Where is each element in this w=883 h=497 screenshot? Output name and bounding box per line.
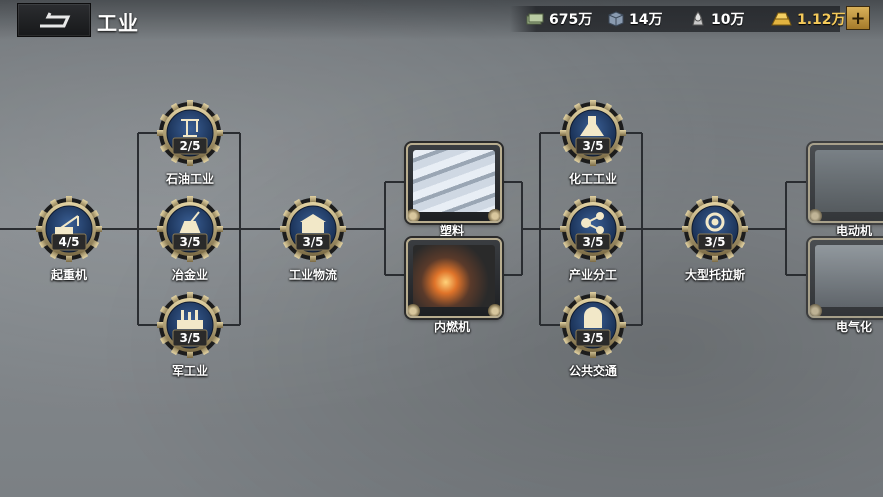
progress-text: 3/5 [179,331,201,345]
motor-icon [815,150,883,212]
oil-value: 10万 [711,12,745,28]
unit-card-electrification[interactable] [808,238,883,318]
back-arrow-icon [40,12,71,28]
engine-fire-icon [413,245,495,307]
tech-node-petroleum[interactable]: 2/5 [156,99,224,167]
steel-value: 14万 [629,12,663,28]
plastic-sheets-icon [413,150,495,212]
gold-bar-icon [771,12,792,26]
tech-label-crane: 起重机 [50,268,87,282]
resource-oil: 10万 [690,9,744,29]
resource-gold: 1.12万 [770,9,846,29]
unit-label-combustion: 内燃机 [433,320,470,334]
back-button[interactable] [17,3,91,37]
add-gold-button[interactable]: + [846,6,870,30]
progress-text: 3/5 [704,235,726,249]
progress-text: 3/5 [179,235,201,249]
cash-value: 675万 [549,12,593,28]
tech-node-logistics[interactable]: 3/5 [279,195,347,263]
tech-label-trust: 大型托拉斯 [684,268,745,282]
progress-text: 3/5 [582,331,604,345]
progress-text: 3/5 [582,235,604,249]
tech-node-chemical[interactable]: 3/5 [559,99,627,167]
gear-group-icon [705,212,725,232]
oil-drop-icon [692,11,704,26]
tech-node-crane[interactable]: 4/5 [35,195,103,263]
tech-label-metallurgy: 冶金业 [171,268,208,282]
oil-pump-icon [181,119,199,137]
tech-node-metallurgy[interactable]: 3/5 [156,195,224,263]
ladle-icon [179,211,201,233]
gold-value: 1.12万 [797,12,846,28]
tech-label-division: 产业分工 [568,268,617,282]
resource-steel: 14万 [608,9,662,29]
locomotive-icon [584,307,602,328]
crane-icon [55,215,79,234]
tech-node-trust[interactable]: 3/5 [681,195,749,263]
unit-card-combustion[interactable] [406,238,502,318]
progress-text: 2/5 [179,139,201,153]
factory-icon [177,310,203,329]
tech-node-division[interactable]: 3/5 [559,195,627,263]
unit-card-electric-motor[interactable] [808,143,883,223]
unit-label-electric-motor: 电动机 [835,224,872,238]
warehouse-icon [300,214,326,233]
tech-label-logistics: 工业物流 [288,268,337,282]
generator-icon [815,245,883,307]
progress-text: 3/5 [302,235,324,249]
flask-icon [580,116,604,136]
plus-icon: + [850,7,866,29]
tech-node-military[interactable]: 3/5 [156,291,224,359]
tech-label-petroleum: 石油工业 [165,172,214,186]
steel-cube-icon [608,11,624,27]
progress-text: 3/5 [582,139,604,153]
page-title: 工业 [97,11,139,35]
unit-label-plastic: 塑料 [439,224,464,238]
unit-label-electrification: 电气化 [835,320,872,334]
cash-icon [526,13,544,25]
tech-label-transit: 公共交通 [568,364,617,378]
tech-label-chemical: 化工工业 [568,172,617,186]
tech-label-military: 军工业 [171,364,208,378]
tech-node-transit[interactable]: 3/5 [559,291,627,359]
resource-cash: 675万 [526,9,592,29]
unit-card-plastic[interactable] [406,143,502,223]
network-icon [581,212,604,234]
progress-text: 4/5 [58,235,80,249]
